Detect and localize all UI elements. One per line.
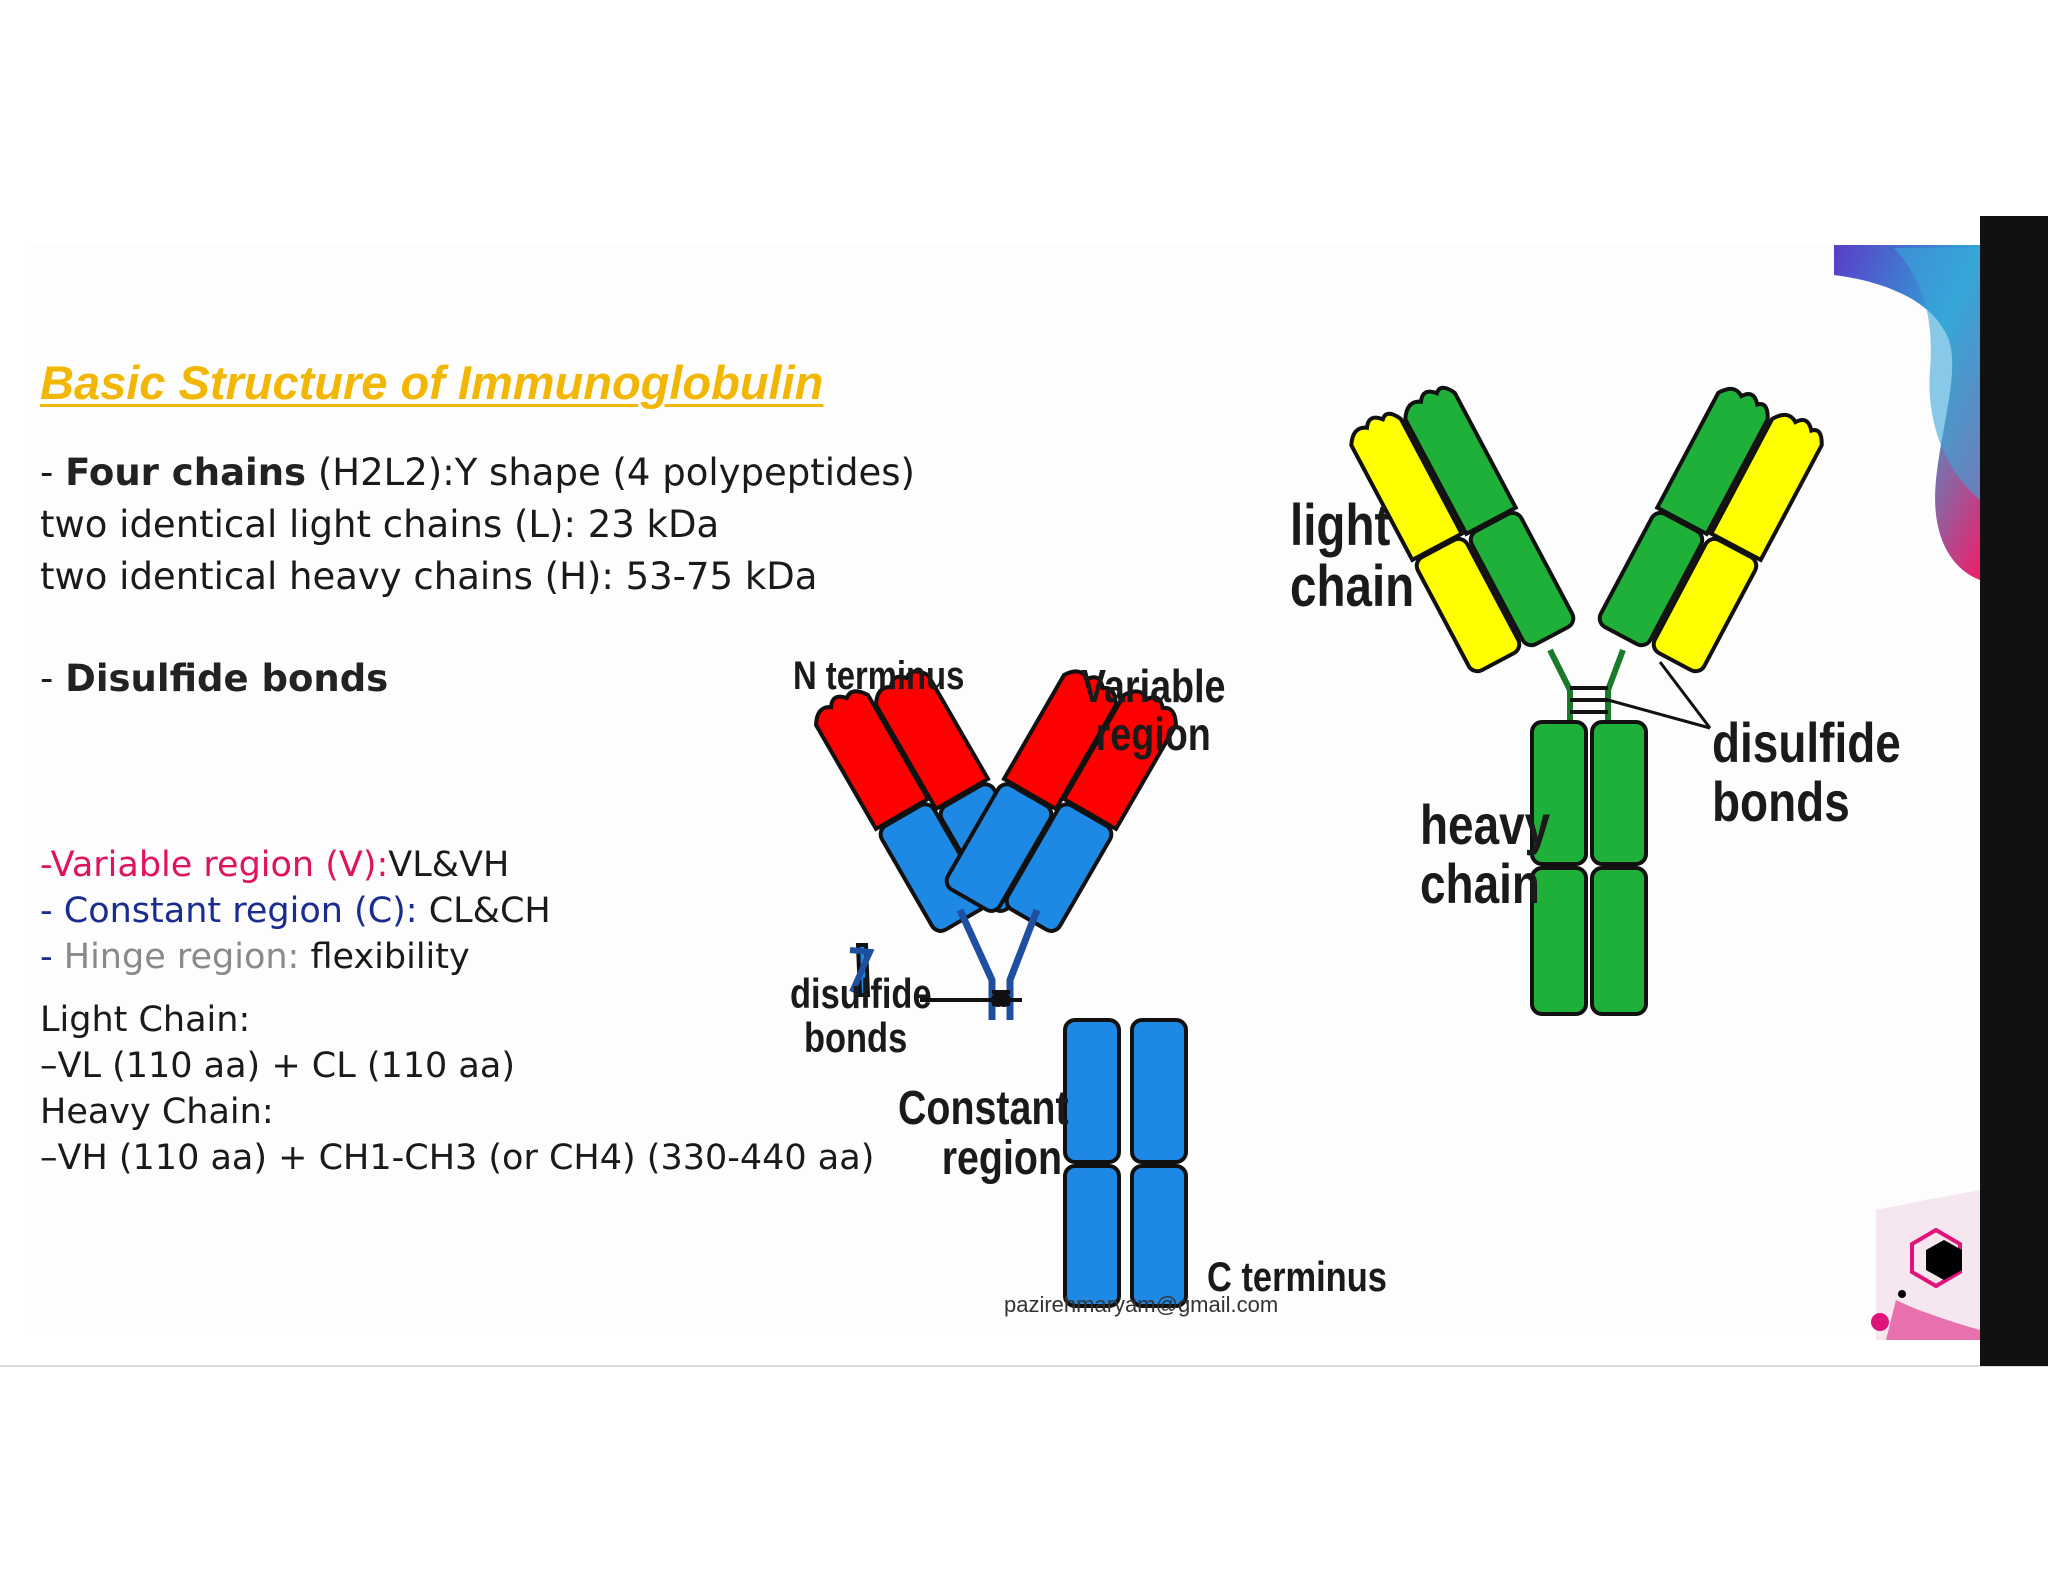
four-chains-line: - Four chains (H2L2):Y shape (4 polypept… xyxy=(40,451,915,494)
heavy-chains-line: two identical heavy chains (H): 53-75 kD… xyxy=(40,555,818,598)
right-fc-right-upper xyxy=(1590,720,1648,866)
right-diagram-right-heavy-c xyxy=(1597,510,1705,648)
right-arm-heavy-variable xyxy=(1001,669,1118,812)
decorative-swirl-top xyxy=(1834,245,1980,580)
right-diagram-left-heavy-c xyxy=(1468,510,1576,648)
decorative-hexagon-logo xyxy=(1871,1190,1980,1340)
right-diagram-right-heavy-v xyxy=(1654,386,1770,537)
author-email: pazirehmaryam@gmail.com xyxy=(1004,1292,1279,1317)
fc-right-lower xyxy=(1130,1164,1188,1308)
label-heavy-chain: heavy chain xyxy=(1420,793,1551,915)
label-n-terminus: N terminus xyxy=(793,654,965,698)
disulfide-bonds-line: - Disulfide bonds xyxy=(40,657,389,700)
left-arm-heavy-variable xyxy=(874,669,991,812)
fc-right-upper xyxy=(1130,1018,1188,1164)
label-light-chain: light chain xyxy=(1290,493,1415,619)
right-diagram-right-light-c xyxy=(1651,536,1759,674)
hinge-region-line: - Hinge region: flexibility xyxy=(40,937,470,977)
label-variable-region: Variable region xyxy=(1080,660,1226,761)
light-chains-line: two identical light chains (L): 23 kDa xyxy=(40,503,720,546)
right-black-bar xyxy=(1980,216,2048,1366)
antibody-diagram-yellow-green xyxy=(1349,385,1824,1016)
right-fc-left-upper xyxy=(1530,720,1588,866)
heavy-chain-detail: –VH (110 aa) + CH1-CH3 (or CH4) (330-440… xyxy=(40,1138,875,1178)
right-fc-left-lower xyxy=(1530,866,1588,1016)
label-constant-region: Constant region xyxy=(898,1082,1069,1186)
right-diagram-right-light-v xyxy=(1708,412,1824,563)
right-fc-right-lower xyxy=(1590,866,1648,1016)
right-disulfide-pointer-2 xyxy=(1658,661,1712,729)
right-diagram-left-light-v xyxy=(1349,411,1465,563)
slide-title: Basic Structure of Immunoglobulin xyxy=(40,356,824,409)
light-chain-heading: Light Chain: xyxy=(40,1000,251,1040)
fc-left-upper xyxy=(1063,1018,1121,1164)
light-chain-detail: –VL (110 aa) + CL (110 aa) xyxy=(40,1046,515,1086)
antibody-diagram-red-blue xyxy=(814,669,1188,1308)
label-disulfide-bonds-right: disulfide bonds xyxy=(1712,711,1901,833)
label-c-terminus: C terminus xyxy=(1207,1253,1387,1300)
right-diagram-left-light-c xyxy=(1414,536,1522,674)
right-arm-light-variable xyxy=(1061,689,1178,832)
fc-left-lower xyxy=(1063,1164,1121,1308)
variable-region-line: -Variable region (V):VL&VH xyxy=(40,845,510,885)
label-disulfide-bonds-left: disulfide bonds xyxy=(790,970,932,1062)
right-arm-light-constant xyxy=(1004,802,1114,933)
right-diagram-left-heavy-v xyxy=(1403,385,1519,537)
heavy-chain-heading: Heavy Chain: xyxy=(40,1092,274,1132)
constant-region-line: - Constant region (C): CL&CH xyxy=(40,891,551,931)
left-arm-light-variable xyxy=(814,689,931,832)
right-disulfide-pointer-1 xyxy=(1607,698,1711,730)
bottom-divider xyxy=(0,1365,2048,1367)
